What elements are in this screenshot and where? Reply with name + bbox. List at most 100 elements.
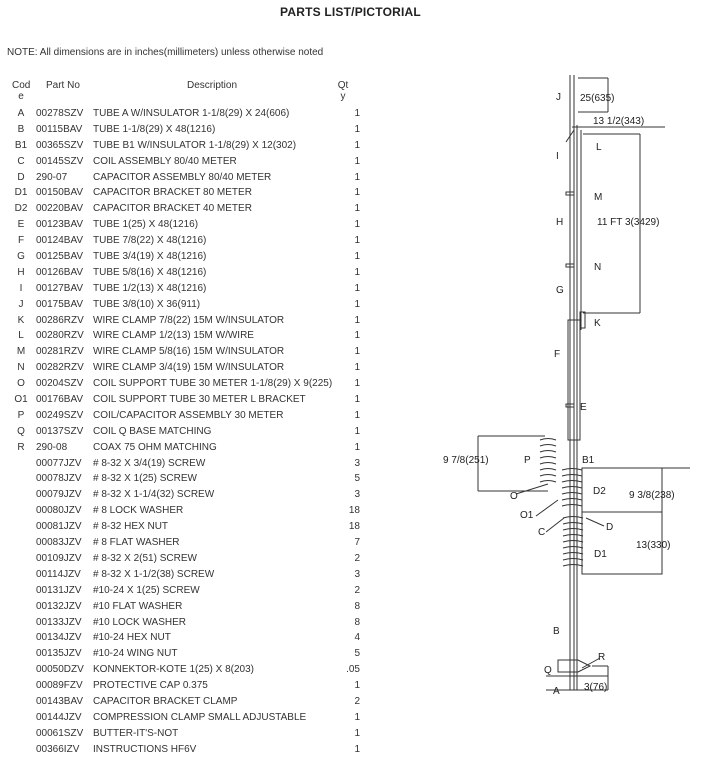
- part-description: #10-24 X 1(25) SCREW: [93, 584, 200, 596]
- table-row: 00143BAV CAPACITOR BRACKET CLAMP 2: [0, 696, 380, 712]
- part-number: 00134JZV: [36, 632, 82, 644]
- part-number: 00150BAV: [36, 187, 84, 199]
- part-qty: 1: [354, 155, 360, 167]
- part-code: A: [17, 108, 25, 119]
- part-description: COMPRESSION CLAMP SMALL ADJUSTABLE: [93, 711, 307, 723]
- part-description: TUBE B1 W/INSULATOR 1-1/8(29) X 12(302): [93, 139, 297, 151]
- part-qty: 2: [354, 695, 360, 707]
- part-description: WIRE CLAMP 3/4(19) 15M W/INSULATOR: [93, 362, 285, 374]
- part-number: 00126BAV: [36, 266, 84, 278]
- part-description: # 8-32 X 1-1/4(32) SCREW: [93, 489, 215, 501]
- part-number: 00083JZV: [36, 537, 82, 549]
- part-description: TUBE 7/8(22) X 48(1216): [93, 235, 207, 247]
- part-description: WIRE CLAMP 7/8(22) 15M W/INSULATOR: [93, 314, 285, 326]
- part-qty: 1: [354, 330, 360, 342]
- dim-j: 25(635): [580, 93, 614, 104]
- part-code: D: [17, 171, 25, 183]
- part-description: CAPACITOR BRACKET 40 METER: [93, 203, 252, 215]
- part-qty: 3: [354, 457, 360, 469]
- part-qty: 3: [354, 489, 360, 501]
- part-qty: 1: [354, 314, 360, 326]
- part-number: 00176BAV: [36, 394, 84, 406]
- part-code: O: [17, 378, 25, 390]
- part-code: B1: [14, 139, 28, 151]
- dim-top: 13 1/2(343): [593, 116, 644, 127]
- part-description: CAPACITOR BRACKET 80 METER: [93, 187, 252, 199]
- part-code: F: [17, 235, 25, 247]
- part-number: 00078JZV: [36, 473, 82, 485]
- part-number: 00061SZV: [36, 727, 84, 739]
- part-qty: 2: [354, 552, 360, 564]
- dim-d1: 13(330): [636, 540, 670, 551]
- part-qty: 3: [354, 568, 360, 580]
- part-number: 00077JZV: [36, 457, 82, 469]
- part-number: 00249SZV: [36, 409, 84, 421]
- label-I: I: [556, 151, 559, 162]
- header-part: Part No: [46, 80, 80, 91]
- part-number: 00143BAV: [36, 695, 84, 707]
- part-number: 00282RZV: [36, 362, 84, 374]
- part-number: 00133JZV: [36, 616, 82, 628]
- part-number: 00080JZV: [36, 505, 82, 517]
- dimension-note: NOTE: All dimensions are in inches(milli…: [7, 47, 324, 58]
- part-description: COIL SUPPORT TUBE 30 METER 1-1/8(29) X 9…: [93, 378, 333, 390]
- part-code: B: [17, 123, 25, 135]
- part-code: Q: [17, 425, 25, 437]
- part-number: 00109JZV: [36, 552, 82, 564]
- part-qty: 8: [354, 616, 360, 628]
- part-description: #10-24 WING NUT: [93, 648, 178, 660]
- part-qty: 4: [354, 632, 360, 644]
- part-description: #10 LOCK WASHER: [93, 616, 186, 628]
- part-code: G: [17, 251, 25, 263]
- part-description: KONNEKTOR-KOTE 1(25) X 8(203): [93, 664, 254, 676]
- label-F: F: [554, 349, 560, 360]
- part-qty: 5: [354, 473, 360, 485]
- part-number: 00175BAV: [36, 298, 84, 310]
- part-code: O1: [14, 394, 28, 406]
- dim-h: 11 FT 3(3429): [597, 217, 659, 228]
- part-description: CAPACITOR BRACKET CLAMP: [93, 695, 238, 707]
- part-number: 00280RZV: [36, 330, 84, 342]
- label-G: G: [556, 285, 564, 296]
- part-qty: 1: [354, 425, 360, 437]
- part-number: 00132JZV: [36, 600, 82, 612]
- part-number: 00123BAV: [36, 219, 84, 231]
- part-number: 00281RZV: [36, 346, 84, 358]
- part-qty: 1: [354, 378, 360, 390]
- part-qty: 1: [354, 711, 360, 723]
- part-description: CAPACITOR ASSEMBLY 80/40 METER: [93, 171, 272, 183]
- part-qty: 1: [354, 235, 360, 247]
- part-code: M: [16, 346, 26, 358]
- part-number: 00145SZV: [36, 155, 84, 167]
- part-description: TUBE 3/4(19) X 48(1216): [93, 251, 207, 263]
- part-qty: 1: [354, 266, 360, 278]
- part-qty: 1: [354, 394, 360, 406]
- label-A: A: [553, 686, 560, 697]
- part-qty: 1: [354, 441, 360, 453]
- part-number: 00124BAV: [36, 235, 84, 247]
- part-qty: 1: [354, 282, 360, 294]
- part-qty: 1: [354, 108, 360, 119]
